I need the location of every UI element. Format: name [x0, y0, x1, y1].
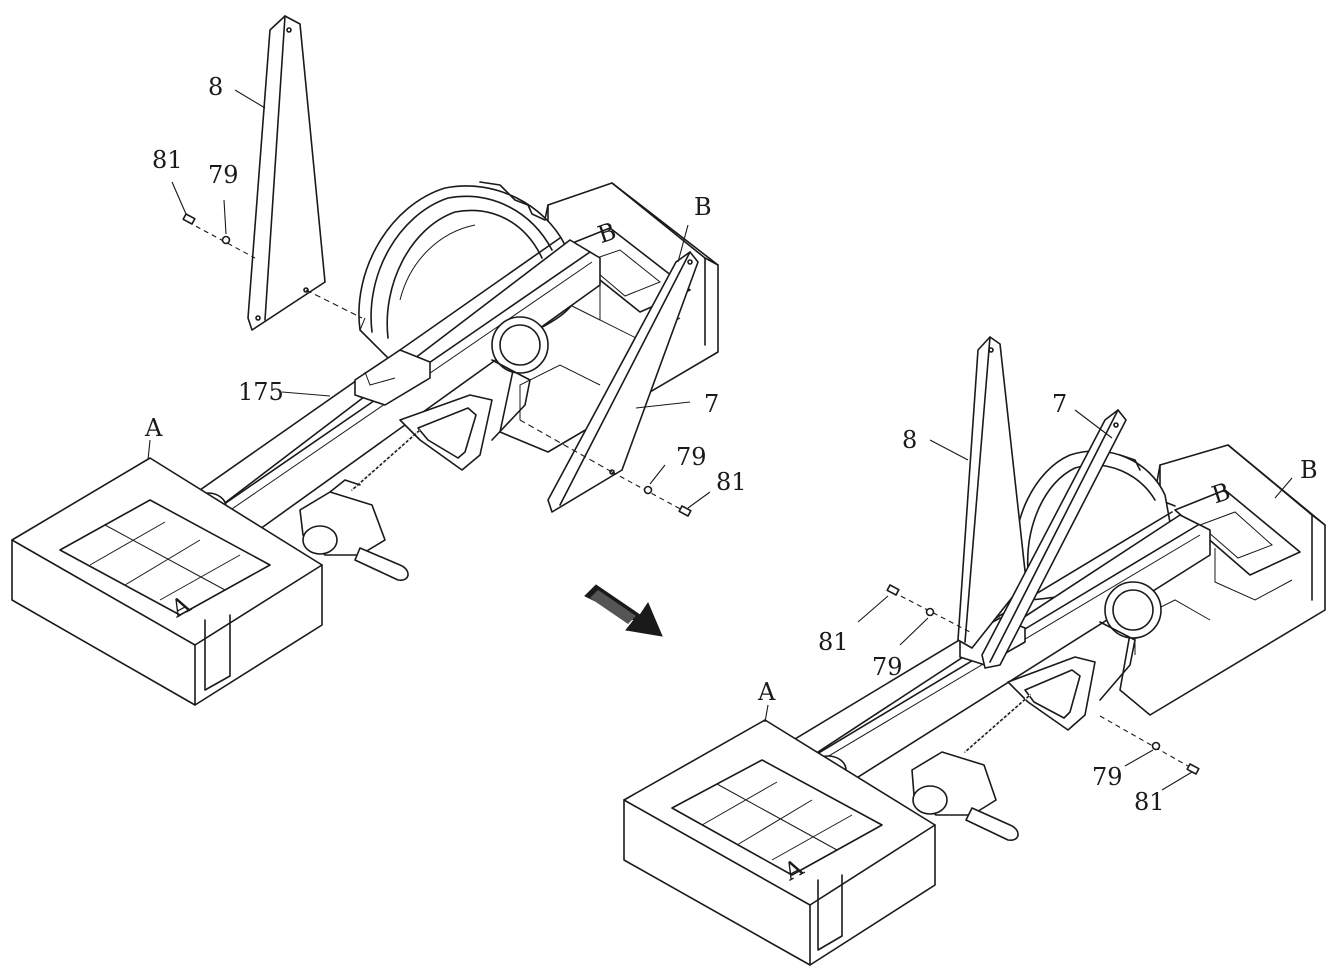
right-assembly-view: B	[623, 336, 1326, 966]
left-label-79b: 79	[676, 443, 707, 471]
left-panel-8	[247, 15, 363, 331]
right-panel-7	[981, 409, 1127, 669]
right-label-79: 79	[872, 653, 903, 681]
right-label-b: B	[1300, 456, 1318, 484]
right-leaders	[764, 409, 1293, 791]
left-label-175: 175	[238, 378, 284, 406]
left-assembly-view: B	[11, 15, 747, 706]
right-label-81b: 81	[1134, 788, 1165, 816]
right-label-8: 8	[902, 426, 917, 454]
left-block-a: A	[11, 457, 323, 706]
right-pivot	[1007, 581, 1162, 731]
right-handle	[911, 694, 1031, 841]
right-down-arrow-icon	[584, 584, 663, 637]
right-label-7: 7	[1052, 390, 1067, 418]
left-panel-7	[519, 251, 699, 513]
left-handle	[299, 429, 421, 581]
left-label-81: 81	[152, 146, 183, 174]
left-pivot	[399, 316, 549, 471]
left-label-79: 79	[208, 161, 239, 189]
right-label-79b: 79	[1092, 763, 1123, 791]
left-label-81b: 81	[716, 468, 747, 496]
right-fasteners	[886, 584, 1200, 775]
left-label-7: 7	[704, 390, 719, 418]
left-label-a: A	[144, 414, 163, 442]
left-label-b: B	[694, 193, 712, 221]
left-fasteners	[182, 213, 692, 517]
left-leaders	[147, 89, 711, 509]
right-label-81: 81	[818, 628, 849, 656]
right-label-a: A	[757, 678, 776, 706]
left-label-8: 8	[208, 73, 223, 101]
